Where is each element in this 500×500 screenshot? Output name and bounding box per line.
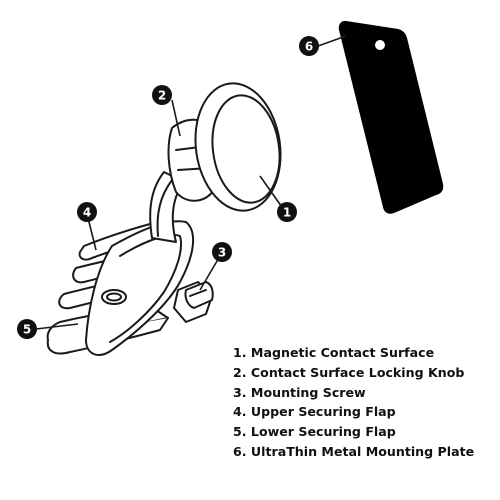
callout-number: 6: [305, 40, 313, 54]
callout-number: 5: [23, 323, 31, 337]
metal-mounting-plate: [338, 20, 444, 214]
callout-number: 4: [83, 206, 91, 220]
callout-3: 3: [212, 242, 232, 262]
legend-item: 4. Upper Securing Flap: [233, 404, 396, 420]
callout-4: 4: [77, 202, 97, 222]
callout-5: 5: [17, 319, 37, 339]
plate-hole: [375, 40, 385, 50]
callout-badge: [17, 319, 37, 339]
callout-2: 2: [152, 85, 172, 105]
mount-arm-shadow: [156, 179, 173, 237]
legend-item: 5. Lower Securing Flap: [233, 424, 396, 440]
callout-6: 6: [299, 36, 319, 56]
callout-number: 3: [218, 246, 226, 260]
clip-release-knob-inner: [106, 292, 122, 302]
leader-line-4: [87, 217, 97, 251]
legend-item: 3. Mounting Screw: [233, 384, 366, 400]
callout-number: 1: [283, 206, 291, 220]
magnetic-contact-surface: [211, 94, 281, 204]
callout-1: 1: [277, 202, 297, 222]
legend-item: 1. Magnetic Contact Surface: [233, 345, 435, 360]
mounting-screw-thread: [189, 289, 207, 297]
leader-line-5: [35, 323, 79, 330]
leader-line-6: [317, 35, 347, 47]
callout-badge: [77, 202, 97, 222]
callout-number: 2: [158, 89, 166, 103]
legend-item: 6. UltraThin Metal Mounting Plate: [233, 443, 475, 459]
callout-badge: [212, 242, 232, 262]
leader-line-3: [199, 255, 221, 291]
mounting-screw: [184, 281, 214, 309]
parts-legend: 1. Magnetic Contact Surface 2. Contact S…: [233, 343, 474, 462]
legend-item: 2. Contact Surface Locking Knob: [233, 364, 465, 380]
callout-badge: [152, 85, 172, 105]
callout-badge: [277, 202, 297, 222]
leader-line-2: [171, 99, 181, 137]
leader-line-1: [259, 175, 285, 211]
callout-badge: [299, 36, 319, 56]
